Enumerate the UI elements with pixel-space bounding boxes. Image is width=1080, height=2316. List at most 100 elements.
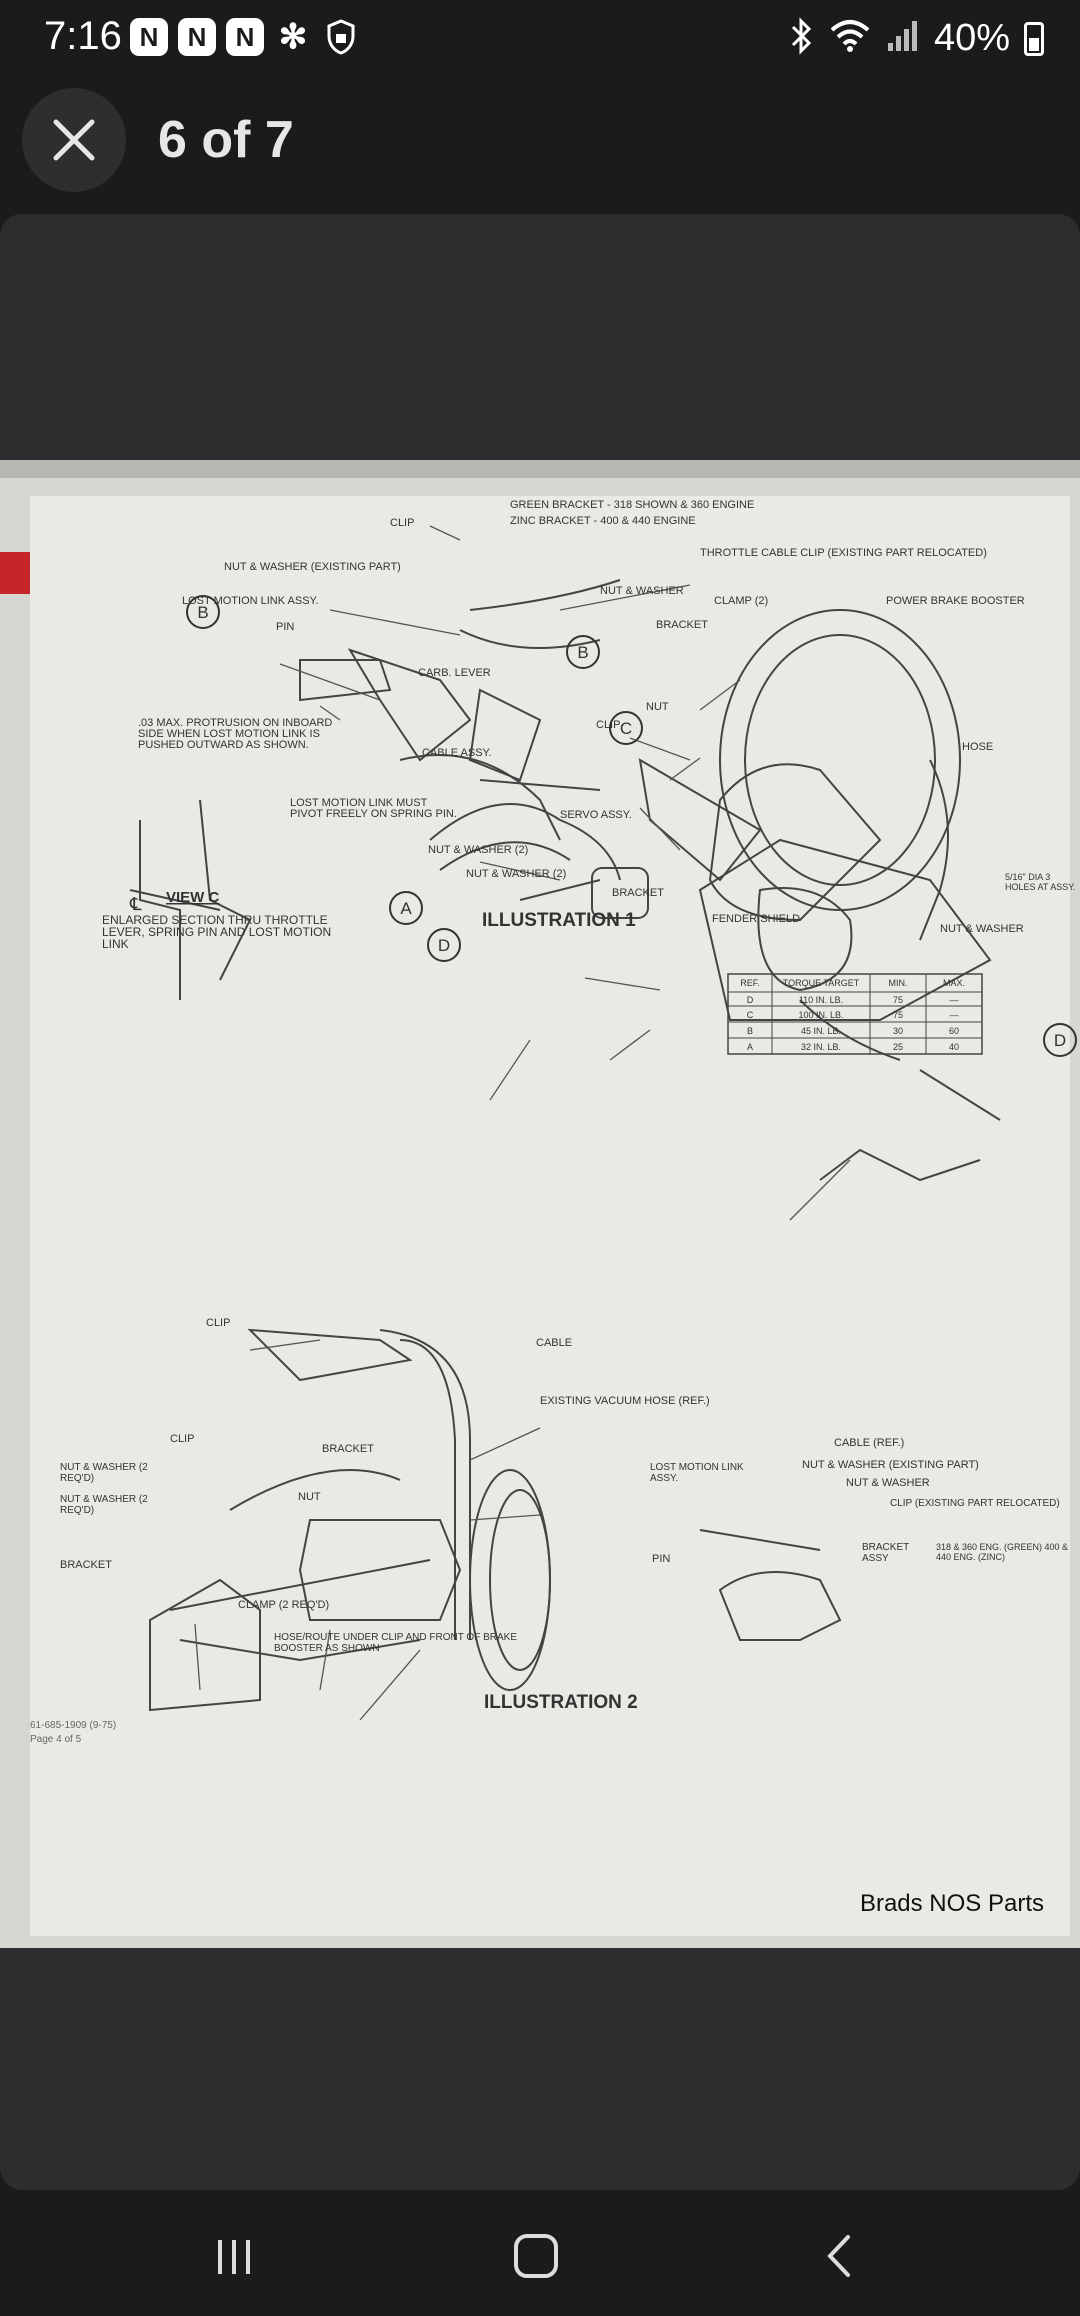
instruction-sheet [30,496,1070,1936]
label-dia-holes: 5/16" DIA 3 HOLES AT ASSY. [1005,872,1076,892]
label-nut-washer: NUT & WASHER [600,585,684,597]
navigation-bar [0,2192,1080,2316]
torque-cell: 40 [949,1042,959,1052]
torque-cell: 25 [893,1042,903,1052]
bluetooth-icon [788,16,814,61]
label-nut-washer-a: NUT & WASHER (2) [428,844,528,856]
label-nut-washer-existing: NUT & WASHER (EXISTING PART) [802,1459,979,1471]
label-nut-washer-right: NUT & WASHER [940,923,1024,935]
torque-header-min: MIN. [889,978,908,988]
label-pin: PIN [276,621,294,633]
label-protrusion: .03 MAX. PROTRUSION ON INBOARD SIDE WHEN… [138,718,333,751]
label-fender-shield: FENDER SHIELD [712,913,800,925]
label-bracket-left: BRACKET [60,1559,112,1571]
illustration-2-title: ILLUSTRATION 2 [484,1692,638,1713]
document-code: 61-685-1909 (9-75) [30,1720,116,1731]
close-button[interactable] [22,88,126,192]
callouts [186,595,1077,1057]
label-hose-route: HOSE/ROUTE UNDER CLIP AND FRONT OF BRAKE… [274,1632,518,1654]
callout-c: C [620,719,632,738]
label-existing-vacuum-hose: EXISTING VACUUM HOSE (REF.) [540,1395,710,1407]
torque-cell: 75 [893,1010,903,1020]
asterisk-icon: ✻ [278,18,308,56]
notification-app-icon: N [178,18,216,56]
label-carb-lever: CARB. LEVER [418,667,491,679]
torque-cell: — [950,1010,959,1020]
label-bracket-low: BRACKET [612,887,664,899]
label-green-bracket: GREEN BRACKET - 318 SHOWN & 360 ENGINE [510,499,754,511]
callout-d: D [1054,1031,1066,1050]
red-tab [0,552,32,594]
label-view-c: VIEW C [166,889,220,906]
torque-cell: A [747,1042,753,1052]
battery-icon [1024,21,1044,56]
label-clamp: CLAMP (2 REQ'D) [238,1599,329,1611]
label-nut-washer: NUT & WASHER [846,1477,930,1489]
callout-b: B [577,643,588,662]
label-hose: HOSE [962,741,993,753]
label-lost-motion-link: LOST MOTION LINK ASSY. [650,1462,744,1484]
illustration-1-title: ILLUSTRATION 1 [482,910,636,931]
watermark: Brads NOS Parts [859,1890,1044,1917]
notification-icons: N N N ✻ [130,18,360,56]
label-clip-existing: CLIP (EXISTING PART RELOCATED) [890,1498,1060,1509]
label-nut-washer-existing: NUT & WASHER (EXISTING PART) [224,561,401,573]
document-photo[interactable]: B B C A D D GREEN BRACKET - 318 SHOWN & … [0,460,1080,1948]
label-nut-washer-2: NUT & WASHER (2 REQ'D) [60,1462,148,1484]
viewer-header: 6 of 7 [0,84,1080,196]
label-nut: NUT [646,701,669,713]
label-cable-assy: CABLE ASSY. [422,747,492,759]
label-pin: PIN [652,1553,670,1565]
shield-lock-icon [322,18,360,56]
recent-apps-icon [218,2240,250,2274]
callout-b: B [197,603,208,622]
label-nut-washer-2: NUT & WASHER (2 REQ'D) [60,1494,148,1516]
home-icon [514,2234,558,2278]
label-servo-assy: SERVO ASSY. [560,809,632,821]
label-power-brake-booster: POWER BRAKE BOOSTER [886,595,1025,607]
label-bracket-assy: BRACKET ASSY [862,1542,910,1564]
label-clip-mid: CLIP [596,719,620,731]
torque-cell: 110 IN. LB. [799,995,843,1005]
label-pivot: LOST MOTION LINK MUST PIVOT FREELY ON SP… [290,798,457,820]
torque-header-ref: REF. [740,978,760,988]
signal-icon [886,19,920,58]
torque-header-max: MAX. [943,978,965,988]
installation-diagram: B B C A D D GREEN BRACKET - 318 SHOWN & … [30,499,1077,1745]
back-icon [827,2235,850,2277]
label-bracket: BRACKET [322,1443,374,1455]
torque-table: REF. TORQUE TARGET MIN. MAX. D 110 IN. L… [727,973,983,1055]
label-centerline: ℄ [129,894,142,914]
label-lost-motion-link: LOST MOTION LINK ASSY. [182,595,319,607]
torque-cell: 60 [949,1026,959,1036]
callout-a: A [400,899,412,918]
label-throttle-cable-clip: THROTTLE CABLE CLIP (EXISTING PART RELOC… [700,547,987,559]
document-page: Page 4 of 5 [30,1734,82,1745]
label-bracket: BRACKET [656,619,708,631]
wifi-icon [828,18,872,59]
label-cable-ref: CABLE (REF.) [834,1437,904,1449]
label-cable: CABLE [536,1337,572,1349]
torque-cell: — [950,995,959,1005]
image-viewer[interactable]: B B C A D D GREEN BRACKET - 318 SHOWN & … [0,214,1080,2190]
torque-cell: 32 IN. LB. [801,1042,841,1052]
torque-cell: 45 IN. LB. [801,1026,841,1036]
label-zinc-bracket: ZINC BRACKET - 400 & 440 ENGINE [510,515,696,527]
torque-cell: 100 IN. LB. [798,1010,843,1020]
notification-app-icon: N [130,18,168,56]
home-button[interactable] [506,2228,566,2284]
close-icon [53,119,95,161]
label-clip: CLIP [170,1433,194,1445]
torque-cell: 30 [893,1026,903,1036]
battery-percent: 40% [933,17,1010,59]
torque-header-target: TORQUE TARGET [783,978,860,988]
callout-d: D [438,936,450,955]
photo-shadow [0,460,1080,478]
recent-apps-button[interactable] [204,2228,264,2284]
system-icons: 40% [788,16,1044,61]
image-counter: 6 of 7 [158,111,294,169]
back-button[interactable] [808,2228,868,2284]
label-clip: CLIP [206,1317,230,1329]
label-clamp: CLAMP (2) [714,595,768,607]
torque-cell: 75 [893,995,903,1005]
